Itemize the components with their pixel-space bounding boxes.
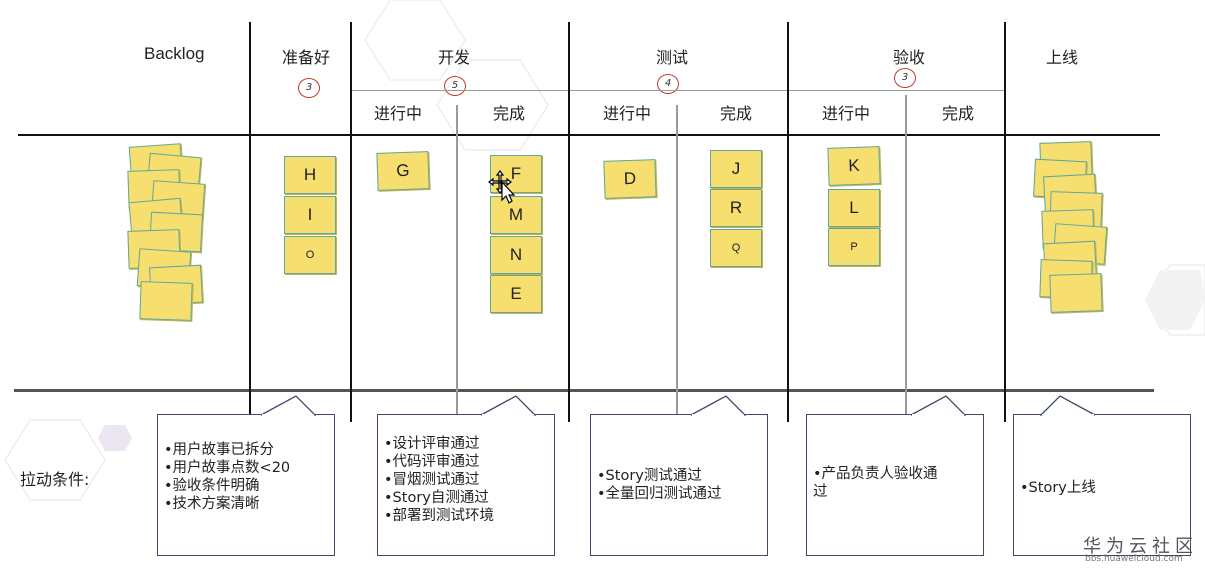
release-conditions-callout: •Story上线 xyxy=(1013,414,1191,556)
dev-conditions-list: •设计评审通过 •代码评审通过 •冒烟测试通过 •Story自测通过 •部署到测… xyxy=(384,435,548,525)
column-divider-4 xyxy=(787,22,789,422)
column-title-release: 上线 xyxy=(1046,48,1079,67)
story-card[interactable]: I xyxy=(284,196,336,234)
accept-split-line xyxy=(905,95,907,415)
column-divider-5 xyxy=(1004,22,1006,422)
dev-subheader-line xyxy=(352,90,568,91)
story-card[interactable]: K xyxy=(827,146,881,186)
condition-item: •部署到测试环境 xyxy=(384,508,495,524)
accept-subheader-line xyxy=(789,90,1004,91)
dev-conditions-callout: •设计评审通过 •代码评审通过 •冒烟测试通过 •Story自测通过 •部署到测… xyxy=(377,414,555,556)
condition-item: •验收条件明确 xyxy=(164,478,260,494)
header-divider xyxy=(18,134,1160,136)
dev-callout-tip xyxy=(480,395,536,416)
watermark-url: bbs.huaweicloud.com xyxy=(1085,554,1183,564)
condition-item: •产品负责人验收通 xyxy=(813,466,938,482)
release-conditions-list: •Story上线 xyxy=(1020,479,1184,497)
condition-item: •用户故事点数<20 xyxy=(164,460,291,476)
condition-item: •技术方案清晰 xyxy=(164,496,260,512)
watermark-logo-text: 华为云社区 xyxy=(1083,536,1198,557)
dev-done-subtitle: 完成 xyxy=(493,104,526,123)
story-card[interactable]: Q xyxy=(710,229,762,267)
column-divider-1 xyxy=(249,22,251,422)
condition-item: •Story上线 xyxy=(1020,480,1096,496)
story-card[interactable]: D xyxy=(603,159,657,199)
story-card[interactable]: R xyxy=(710,189,762,227)
accept-done-subtitle: 完成 xyxy=(942,104,975,123)
condition-item: •设计评审通过 xyxy=(384,436,480,452)
column-title-accept: 验收 xyxy=(893,48,926,67)
test-conditions-callout: •Story测试通过 •全量回归测试通过 xyxy=(590,414,768,556)
backlog-note[interactable] xyxy=(139,281,193,321)
condition-item: •Story自测通过 xyxy=(384,490,489,506)
release-note[interactable] xyxy=(1049,273,1103,313)
accept-callout-tip xyxy=(910,395,966,416)
condition-item: •Story测试通过 xyxy=(597,468,702,484)
move-cursor-icon xyxy=(488,170,516,204)
condition-item: •全量回归测试通过 xyxy=(597,486,722,502)
test-done-subtitle: 完成 xyxy=(720,104,753,123)
wip-limit-accept: 3 xyxy=(894,68,916,88)
story-card[interactable]: H xyxy=(284,156,336,194)
story-card[interactable]: M xyxy=(490,196,542,234)
test-doing-subtitle: 进行中 xyxy=(603,104,652,123)
story-card[interactable]: N xyxy=(490,236,542,274)
condition-item: 过 xyxy=(813,484,828,500)
ready-conditions-callout: •用户故事已拆分 •用户故事点数<20 •验收条件明确 •技术方案清晰 xyxy=(157,414,335,556)
accept-conditions-callout: •产品负责人验收通 过 xyxy=(806,414,984,556)
column-title-dev: 开发 xyxy=(438,48,471,67)
condition-item: •用户故事已拆分 xyxy=(164,442,275,458)
story-card[interactable]: P xyxy=(828,228,880,266)
test-split-line xyxy=(676,105,678,420)
story-card[interactable]: G xyxy=(376,151,430,191)
test-conditions-list: •Story测试通过 •全量回归测试通过 xyxy=(597,467,761,503)
story-card[interactable]: O xyxy=(284,236,336,274)
dev-doing-subtitle: 进行中 xyxy=(374,104,423,123)
wip-limit-ready: 3 xyxy=(298,78,320,98)
accept-doing-subtitle: 进行中 xyxy=(822,104,871,123)
column-title-backlog: Backlog xyxy=(144,44,205,63)
wip-limit-dev: 5 xyxy=(444,76,466,96)
story-card[interactable]: L xyxy=(828,189,880,227)
wip-limit-test: 4 xyxy=(657,74,679,94)
board-bottom-divider xyxy=(14,389,1154,392)
release-callout-tip xyxy=(1040,395,1096,416)
column-divider-2 xyxy=(350,22,352,422)
condition-item: •代码评审通过 xyxy=(384,454,480,470)
story-card[interactable]: J xyxy=(710,150,762,188)
story-card[interactable]: E xyxy=(490,275,542,313)
ready-conditions-list: •用户故事已拆分 •用户故事点数<20 •验收条件明确 •技术方案清晰 xyxy=(164,441,328,513)
ready-callout-tip xyxy=(260,395,316,416)
column-divider-3 xyxy=(568,22,570,422)
accept-conditions-list: •产品负责人验收通 过 xyxy=(813,465,977,501)
test-callout-tip xyxy=(690,395,746,416)
test-subheader-line xyxy=(570,90,787,91)
condition-item: •冒烟测试通过 xyxy=(384,472,480,488)
dev-split-line xyxy=(456,105,458,420)
column-title-ready: 准备好 xyxy=(282,48,331,67)
pull-conditions-label: 拉动条件: xyxy=(20,470,90,489)
column-title-test: 测试 xyxy=(656,48,689,67)
